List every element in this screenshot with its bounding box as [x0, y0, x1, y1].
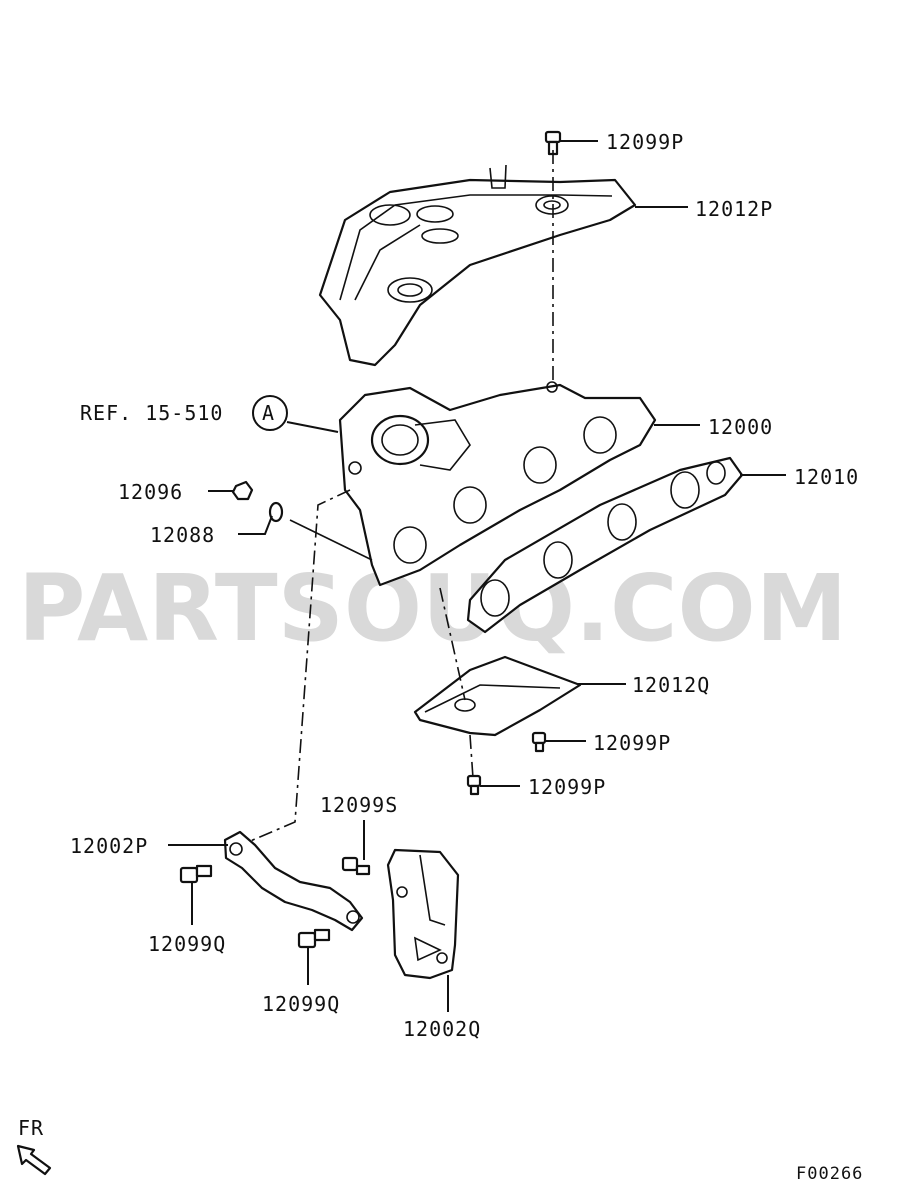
bolt-icon[interactable]: [531, 731, 547, 753]
part-label-12099P-mid[interactable]: 12099P: [593, 731, 671, 755]
bolt-icon[interactable]: [179, 864, 213, 884]
bolt-icon[interactable]: [466, 774, 482, 796]
part-label-12099S[interactable]: 12099S: [320, 793, 398, 817]
diagram-code: F00266: [796, 1164, 863, 1184]
part-label-12088[interactable]: 12088: [150, 523, 215, 547]
exhaust-manifold[interactable]: [338, 381, 657, 587]
front-direction-indicator: FR: [16, 1116, 52, 1176]
watermark-text: PARTSOUQ.COM: [18, 555, 847, 662]
reference-marker-circle: [252, 395, 288, 431]
part-label-12099P-top[interactable]: 12099P: [606, 130, 684, 154]
heat-protector-lower[interactable]: [413, 655, 582, 737]
part-label-12012Q[interactable]: 12012Q: [632, 673, 710, 697]
bolt-icon[interactable]: [341, 856, 371, 876]
reference-text: REF. 15-510: [80, 401, 223, 425]
manifold-support-bracket[interactable]: [386, 848, 460, 980]
heat-protector-upper[interactable]: [318, 164, 637, 367]
alignment-lines: [247, 150, 554, 843]
reference-callout: REF. 15-510 A: [80, 395, 288, 431]
part-label-12012P[interactable]: 12012P: [695, 197, 773, 221]
direction-label: FR: [18, 1116, 44, 1140]
arrow-down-left-icon: [16, 1144, 52, 1176]
leader-lines: [168, 140, 786, 1012]
nut-icon[interactable]: [231, 480, 254, 501]
part-label-12010[interactable]: 12010: [794, 465, 859, 489]
part-label-12099Q-low[interactable]: 12099Q: [262, 992, 340, 1016]
part-label-12096[interactable]: 12096: [118, 480, 183, 504]
washer-icon[interactable]: [268, 501, 284, 523]
part-label-12099P-low[interactable]: 12099P: [528, 775, 606, 799]
manifold-stay-bracket[interactable]: [223, 830, 364, 932]
part-label-12002P[interactable]: 12002P: [70, 834, 148, 858]
part-label-12000[interactable]: 12000: [708, 415, 773, 439]
part-label-12002Q[interactable]: 12002Q: [403, 1017, 481, 1041]
manifold-gasket[interactable]: [466, 456, 744, 634]
bolt-icon[interactable]: [297, 928, 331, 949]
part-label-12099Q-left[interactable]: 12099Q: [148, 932, 226, 956]
reference-marker: A: [262, 401, 275, 425]
